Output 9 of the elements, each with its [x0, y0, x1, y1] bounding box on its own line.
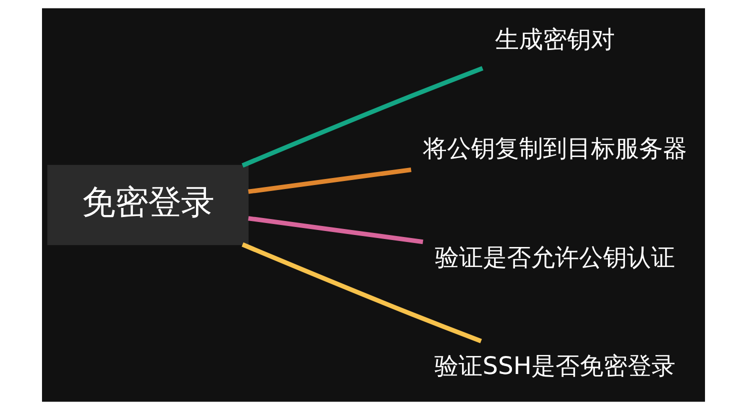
node-text: 生成密钥对	[495, 25, 616, 54]
connector	[248, 216, 424, 244]
connector	[248, 167, 412, 194]
node-text: 验证SSH是否免密登录	[434, 352, 676, 380]
connector	[242, 242, 482, 344]
connector	[242, 66, 484, 168]
node-box: 免密登录	[47, 164, 249, 246]
node-text: 验证是否允许公钥认证	[435, 243, 676, 272]
node-text: 将公钥复制到目标服务器	[423, 134, 688, 162]
